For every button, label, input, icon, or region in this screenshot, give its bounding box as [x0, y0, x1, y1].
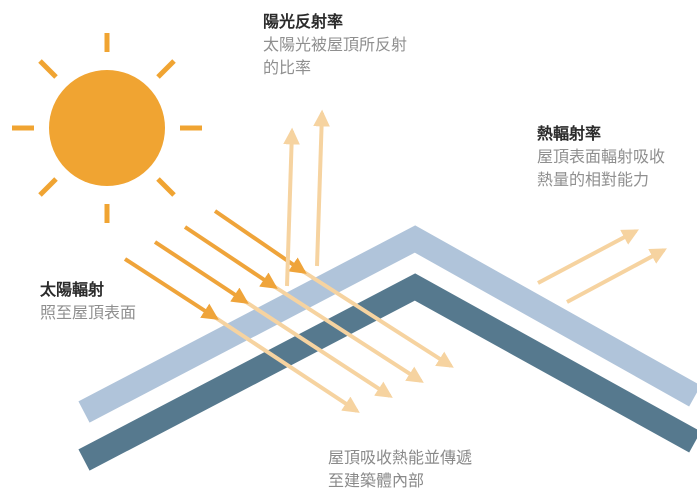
emit-arrow — [537, 229, 639, 285]
solar-radiation-desc: 照至屋頂表面 — [40, 303, 137, 322]
absorption-desc-line-2: 至建築體內部 — [328, 471, 425, 490]
absorbed-arrow — [244, 300, 393, 398]
solar-radiation-title: 太陽輻射 — [40, 280, 105, 299]
reflected-arrows — [283, 109, 330, 287]
sun-icon — [12, 33, 202, 223]
solar-arrow — [183, 225, 278, 289]
absorbed-arrow — [214, 316, 360, 413]
roof-bottom-layer — [78, 273, 697, 471]
solar-arrow — [123, 257, 219, 320]
absorbed-arrow — [273, 285, 424, 383]
reflectance-label: 陽光反射率 太陽光被屋頂所反射 的比率 — [263, 10, 407, 79]
emissivity-title: 熱輻射率 — [537, 124, 602, 143]
absorption-label: 屋頂吸收熱能並傳遞 至建築體內部 — [328, 446, 472, 492]
emissivity-label: 熱輻射率 屋頂表面輻射吸收 熱量的相對能力 — [537, 122, 665, 191]
absorption-desc-line-1: 屋頂吸收熱能並傳遞 — [328, 448, 473, 467]
absorbed-heat-arrows — [214, 270, 454, 413]
reflect-arrow — [283, 127, 300, 287]
reflectance-title: 陽光反射率 — [263, 12, 344, 31]
absorbed-arrow — [302, 270, 454, 368]
roof-top-layer — [78, 225, 697, 423]
reflect-arrow — [313, 109, 330, 267]
reflectance-desc-line-2: 的比率 — [263, 58, 312, 77]
emitted-heat-arrows — [537, 229, 667, 304]
emissivity-desc-line-1: 屋頂表面輻射吸收 — [537, 147, 666, 166]
solar-radiation-label: 太陽輻射 照至屋頂表面 — [40, 278, 136, 324]
solar-arrow — [153, 240, 249, 304]
reflectance-desc-line-1: 太陽光被屋頂所反射 — [263, 35, 408, 54]
emissivity-desc-line-2: 熱量的相對能力 — [537, 170, 650, 189]
emit-arrow — [566, 248, 667, 304]
